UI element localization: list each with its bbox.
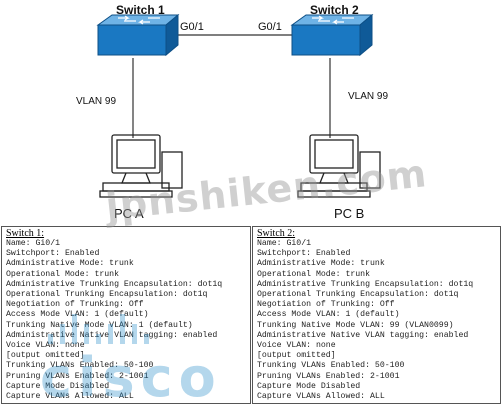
switch-2-icon (290, 13, 374, 57)
pc-b-label: PC B (334, 206, 364, 221)
switch-1-output-title: Switch 1: (6, 228, 45, 239)
output-line: Administrative Trunking Encapsulation: d… (257, 279, 474, 289)
output-line: Switchport: Enabled (6, 249, 100, 259)
output-line: Negotiation of Trunking: Off (6, 300, 144, 310)
network-diagram: Switch 1 Switch 2 G0/1 G0/1 VLAN 99 VLAN… (76, 3, 388, 221)
output-line: Trunking Native Mode VLAN: 1 (default) (6, 320, 193, 330)
output-line: Voice VLAN: none (257, 341, 336, 351)
output-line: [output omitted] (6, 351, 85, 361)
switch-2-label: Switch 2 (310, 3, 359, 17)
output-line: Operational Mode: trunk (6, 269, 120, 279)
output-line: Administrative Native VLAN tagging: enab… (257, 330, 469, 340)
pc-b-icon (297, 134, 381, 198)
switch-1-icon (96, 13, 180, 57)
output-line: Capture Mode Disabled (257, 381, 361, 391)
output-line: Operational Trunking Encapsulation: dot1… (6, 290, 208, 300)
output-line: Name: Gi0/1 (257, 239, 312, 248)
output-line: Capture VLANs Allowed: ALL (6, 392, 134, 402)
output-line: Capture Mode Disabled (6, 381, 110, 391)
output-line: Access Mode VLAN: 1 (default) (257, 310, 400, 320)
output-line: Name: Gi0/1 (6, 239, 61, 248)
output-line: Switchport: Enabled (257, 249, 351, 259)
pc-a-label: PC A (114, 206, 144, 221)
output-line: Operational Mode: trunk (257, 269, 371, 279)
output-line: Access Mode VLAN: 1 (default) (6, 310, 149, 320)
output-line: Administrative Mode: trunk (257, 259, 385, 269)
output-line: Administrative Trunking Encapsulation: d… (6, 279, 223, 289)
output-line: Pruning VLANs Enabled: 2-1001 (6, 371, 149, 381)
pc-a-icon (99, 134, 183, 198)
output-line: Pruning VLANs Enabled: 2-1001 (257, 371, 400, 381)
output-line: [output omitted] (257, 351, 336, 361)
output-line: Trunking Native Mode VLAN: 99 (VLAN0099) (257, 320, 454, 330)
output-line: Capture VLANs Allowed: ALL (257, 392, 385, 402)
output-line: Operational Trunking Encapsulation: dot1… (257, 290, 459, 300)
switch-1-label: Switch 1 (116, 3, 165, 17)
output-line: Negotiation of Trunking: Off (257, 300, 395, 310)
output-line: Voice VLAN: none (6, 341, 85, 351)
switch-2-output-title: Switch 2: (257, 228, 296, 239)
output-line: Administrative Mode: trunk (6, 259, 134, 269)
link-right-label: G0/1 (258, 21, 282, 33)
link-left-label: G0/1 (180, 21, 204, 33)
vlan-left-label: VLAN 99 (76, 96, 116, 107)
output-line: Administrative Native VLAN tagging: enab… (6, 330, 218, 340)
output-line: Trunking VLANs Enabled: 50-100 (257, 361, 405, 371)
vlan-right-label: VLAN 99 (348, 91, 388, 102)
output-line: Trunking VLANs Enabled: 50-100 (6, 361, 154, 371)
